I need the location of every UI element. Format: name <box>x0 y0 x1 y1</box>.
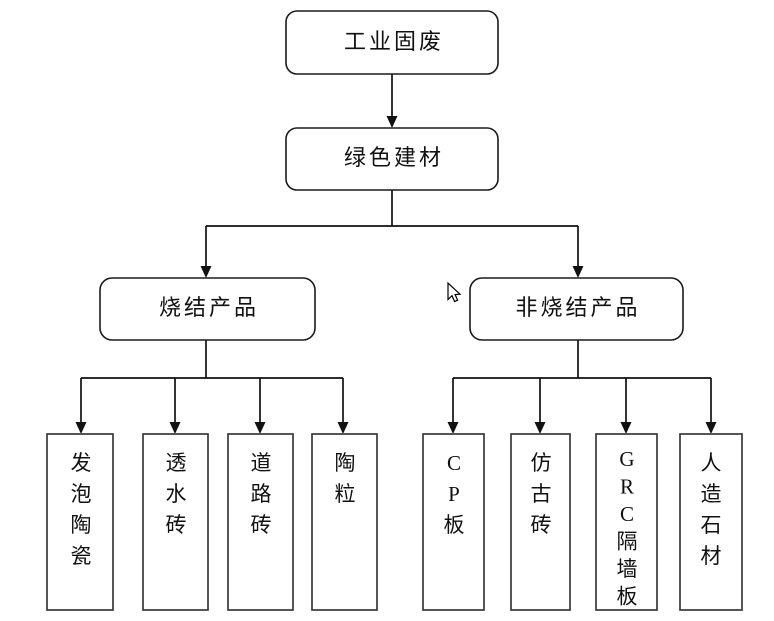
leaf-char: 陶 <box>335 451 356 475</box>
leaf-char: 仿 <box>531 451 552 475</box>
leaf-char: 人 <box>701 451 722 475</box>
leaf-char: P <box>448 482 460 506</box>
leaf-char: 粒 <box>335 482 356 506</box>
leaf-char: R <box>620 475 634 499</box>
leaf-box-permeable-brick[interactable] <box>142 433 209 611</box>
leaf-box-foamed-ceramic[interactable] <box>46 433 114 611</box>
leaf-char: 路 <box>251 482 272 506</box>
leaf-box-ceramsite[interactable] <box>311 433 378 611</box>
leaf-char: 隔 <box>617 530 638 554</box>
leaf-node-road-brick[interactable]: 道路砖 <box>227 433 294 611</box>
connector-group <box>75 74 717 434</box>
node-box-industrial-solid-waste[interactable] <box>285 10 499 75</box>
leaf-char: 瓷 <box>71 544 92 568</box>
leaf-box-artificial-stone[interactable] <box>679 433 743 611</box>
arrowhead-to-artificial-stone <box>705 422 717 434</box>
leaf-box-antique-brick[interactable] <box>510 433 571 611</box>
leaf-label-road-brick: 道路砖 <box>251 451 272 537</box>
leaf-label-permeable-brick: 透水砖 <box>166 451 187 537</box>
leaf-node-ceramsite[interactable]: 陶粒 <box>311 433 378 611</box>
arrowhead-to-ceramsite <box>337 422 349 434</box>
leaf-label-antique-brick: 仿古砖 <box>531 451 552 537</box>
leaf-char: 发 <box>71 451 92 475</box>
leaf-box-cp-board[interactable] <box>422 433 485 611</box>
leaf-char: 泡 <box>71 482 92 506</box>
arrowhead-to-road-brick <box>254 422 266 434</box>
node-box-non-sintered-products[interactable] <box>469 277 684 341</box>
leaf-char: C <box>447 451 461 475</box>
leaf-node-foamed-ceramic[interactable]: 发泡陶瓷 <box>46 433 114 611</box>
leaf-char: C <box>620 502 634 526</box>
leaf-box-grc-partition-board[interactable] <box>595 433 658 611</box>
node-box-green-building-material[interactable] <box>285 127 499 191</box>
leaf-char: 板 <box>444 513 465 537</box>
node-label-industrial-solid-waste: 工业固废 <box>344 29 444 54</box>
arrowhead-to-permeable-brick <box>169 422 181 434</box>
leaf-char: 砖 <box>531 513 552 537</box>
mouse-pointer-icon <box>447 281 462 303</box>
node-label-sintered-products: 烧结产品 <box>159 295 259 320</box>
node-label-green-building-material: 绿色建材 <box>344 145 444 170</box>
arrowhead-root-to-green-material <box>386 116 398 128</box>
leaf-node-antique-brick[interactable]: 仿古砖 <box>510 433 571 611</box>
leaf-char: 材 <box>701 544 722 568</box>
leaf-char: 板 <box>617 585 638 609</box>
node-box-sintered-products[interactable] <box>99 277 316 341</box>
arrowhead-to-foamed-ceramic <box>75 422 87 434</box>
leaf-char: 石 <box>701 513 722 537</box>
arrowhead-to-antique-brick <box>534 422 546 434</box>
node-non-sintered-products[interactable]: 非烧结产品 <box>469 277 684 341</box>
arrowhead-to-grc-partition-board <box>620 422 632 434</box>
leaf-char: 造 <box>701 482 722 506</box>
node-industrial-solid-waste[interactable]: 工业固废 <box>285 10 499 75</box>
cursor-arrow-shape <box>447 281 462 303</box>
leaf-char: 砖 <box>251 513 272 537</box>
arrowhead-to-non-sintered <box>572 266 584 278</box>
leaf-char: 道 <box>251 451 272 475</box>
leaf-char: 透 <box>166 451 187 475</box>
arrowhead-to-cp-board <box>447 422 459 434</box>
leaf-label-artificial-stone: 人造石材 <box>701 451 722 568</box>
node-green-building-material[interactable]: 绿色建材 <box>285 127 499 191</box>
leaf-label-ceramsite: 陶粒 <box>335 451 356 506</box>
leaf-char: 墙 <box>617 557 638 581</box>
leaf-node-permeable-brick[interactable]: 透水砖 <box>142 433 209 611</box>
leaf-char: 陶 <box>71 513 92 537</box>
node-label-non-sintered-products: 非烧结产品 <box>515 295 640 320</box>
leaf-char: 古 <box>531 482 552 506</box>
leaf-box-road-brick[interactable] <box>227 433 294 611</box>
leaf-label-foamed-ceramic: 发泡陶瓷 <box>71 451 92 568</box>
leaf-node-artificial-stone[interactable]: 人造石材 <box>679 433 743 611</box>
leaf-char: 砖 <box>166 513 187 537</box>
leaf-char: 水 <box>166 482 187 506</box>
node-sintered-products[interactable]: 烧结产品 <box>99 277 316 341</box>
arrowhead-to-sintered <box>200 266 212 278</box>
leaf-char: G <box>619 447 634 471</box>
